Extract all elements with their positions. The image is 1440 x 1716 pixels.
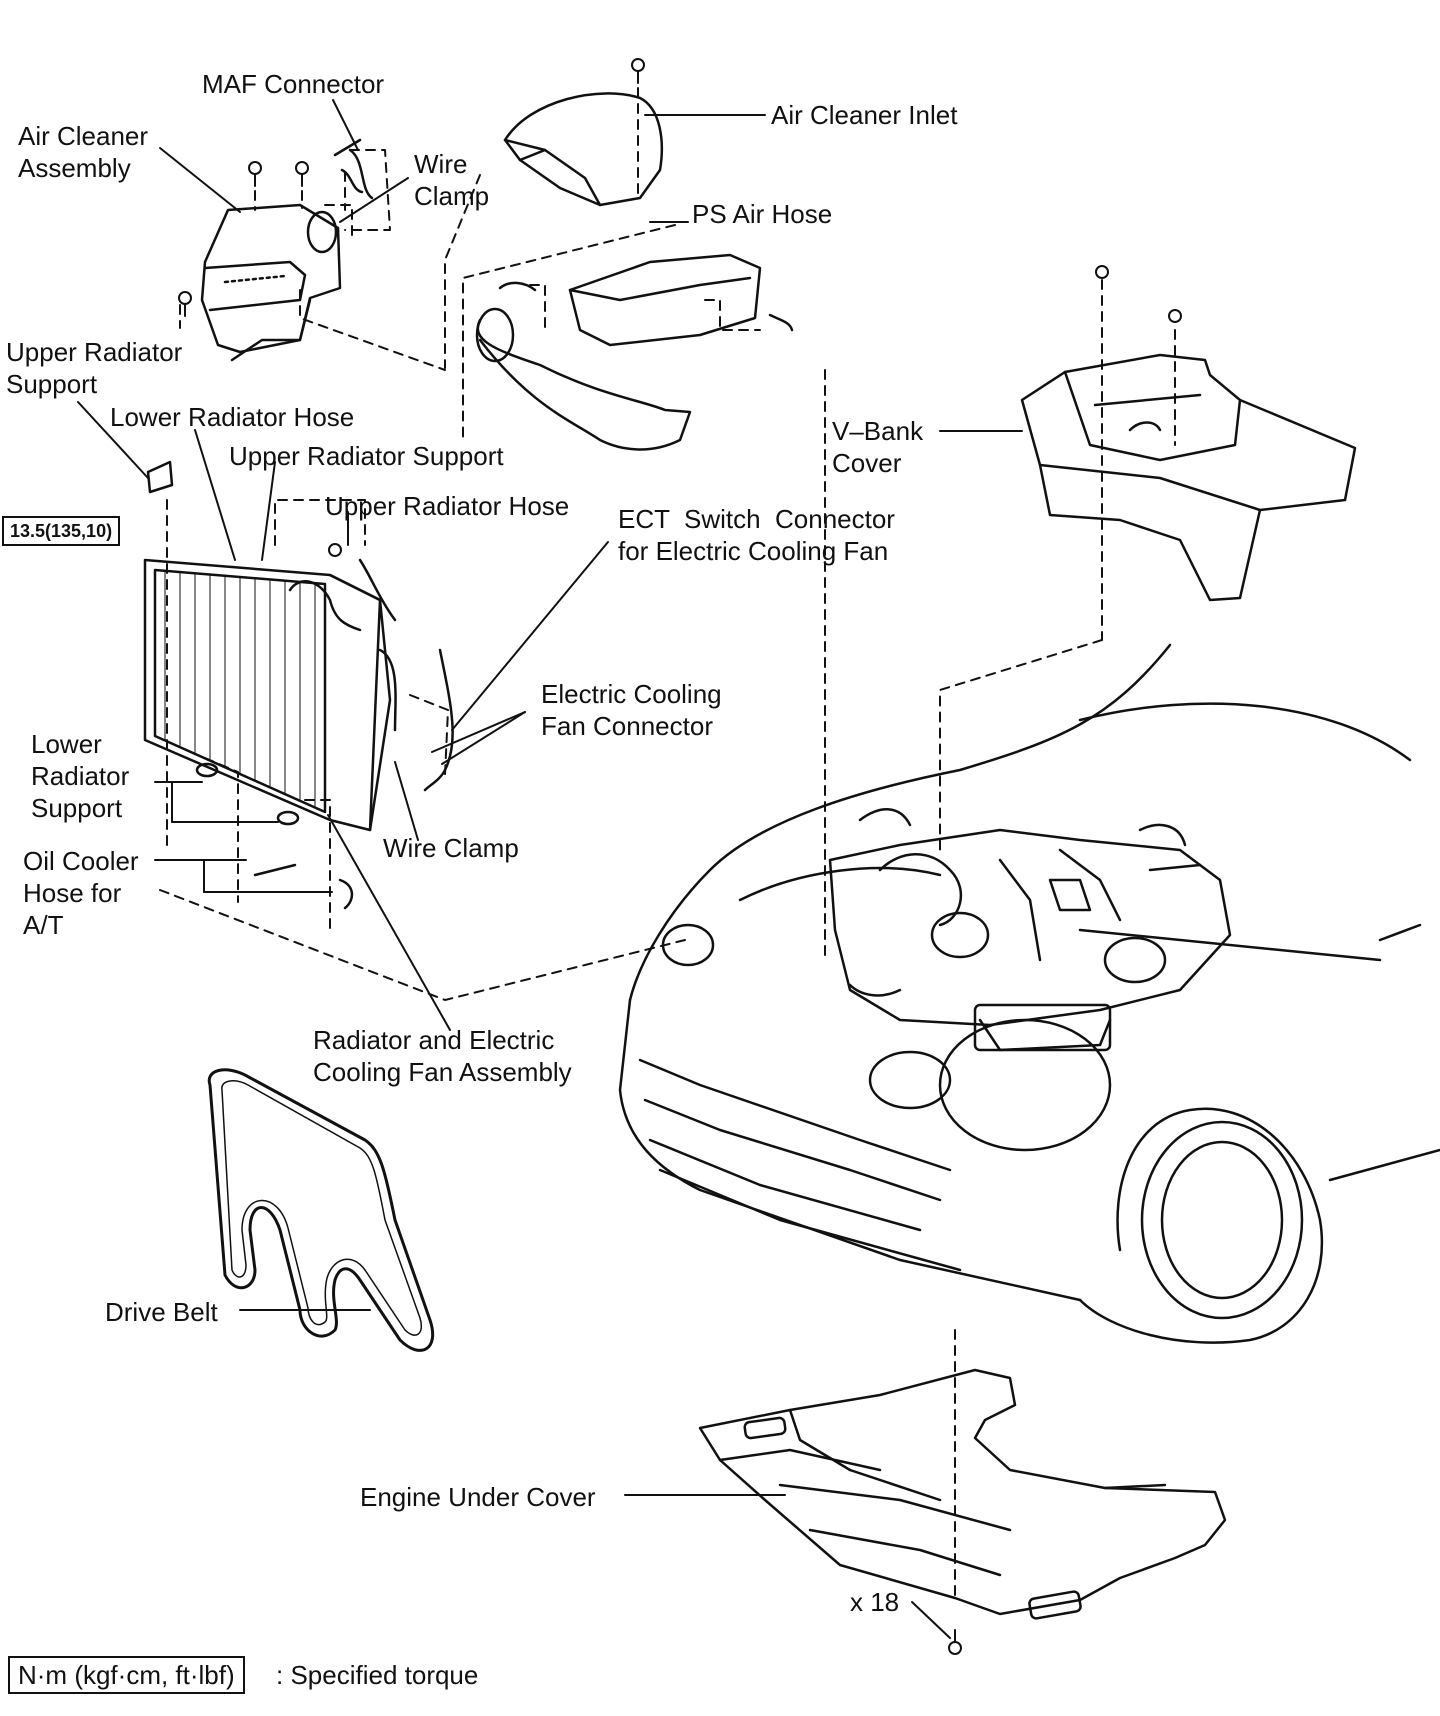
label-v-bank-cover: V–Bank Cover — [832, 416, 924, 478]
label-lower-radiator-support: Lower Radiator Support — [31, 729, 130, 823]
intake-duct-drawing — [475, 253, 794, 451]
label-ps-air-hose: PS Air Hose — [692, 199, 833, 229]
label-upper-radiator-support-left: Upper Radiator Support — [6, 337, 183, 399]
legend-unit-box: N·m (kgf·cm, ft·lbf) — [8, 1656, 245, 1694]
torque-spec-badge: 13.5(135,10) — [2, 516, 121, 546]
label-wire-clamp-top: Wire Clamp — [414, 149, 490, 211]
radiator-drawing — [143, 460, 454, 910]
label-electric-cooling-fan-connector: Electric Cooling Fan Connector — [541, 679, 722, 741]
air-cleaner-inlet-drawing — [503, 92, 664, 207]
legend-description: : Specified torque — [276, 1660, 479, 1690]
label-wire-clamp-bottom: Wire Clamp — [383, 833, 519, 863]
air-cleaner-assembly-drawing — [200, 138, 374, 362]
label-air-cleaner-assembly: Air Cleaner Assembly — [18, 121, 149, 183]
vehicle-front-drawing — [618, 643, 1440, 1344]
fastener-icons — [178, 58, 1182, 1655]
assembly-dashed-lines — [159, 71, 1176, 1599]
v-bank-cover-drawing — [1020, 353, 1357, 602]
label-lower-radiator-hose: Lower Radiator Hose — [110, 402, 355, 432]
engine-under-cover-drawing — [698, 1368, 1227, 1620]
label-maf-connector: MAF Connector — [202, 69, 385, 99]
drive-belt-drawing — [207, 1068, 435, 1352]
label-air-cleaner-inlet: Air Cleaner Inlet — [771, 100, 958, 130]
engine-bay-drawing — [828, 808, 1232, 1052]
label-drive-belt: Drive Belt — [105, 1297, 218, 1327]
label-upper-radiator-support-mid: Upper Radiator Support — [229, 441, 504, 471]
label-upper-radiator-hose: Upper Radiator Hose — [325, 491, 570, 521]
label-radiator-fan-assembly: Radiator and Electric Cooling Fan Assemb… — [313, 1025, 572, 1087]
label-oil-cooler-hose: Oil Cooler Hose for A/T — [23, 846, 139, 940]
label-ect-switch-connector: ECT Switch Connector for Electric Coolin… — [618, 504, 895, 566]
label-engine-under-cover: Engine Under Cover — [360, 1482, 596, 1512]
label-bolt-count: x 18 — [850, 1587, 900, 1617]
